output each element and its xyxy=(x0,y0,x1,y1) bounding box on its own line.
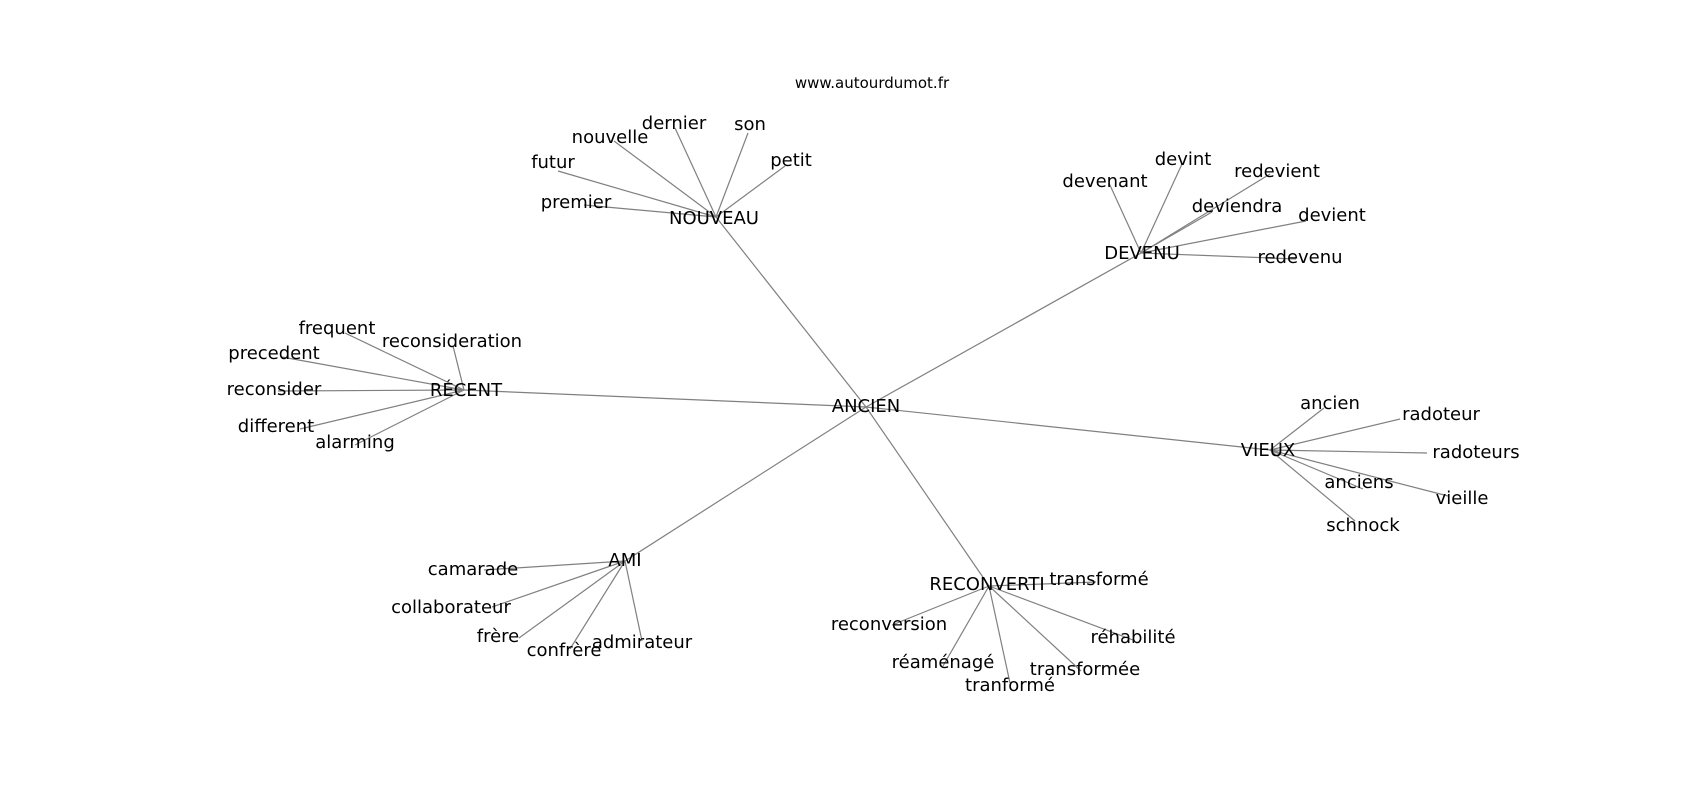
leaf-node-tranforme: tranformé xyxy=(965,675,1055,696)
leaf-node-devient: devient xyxy=(1298,205,1366,226)
leaf-node-anciens: anciens xyxy=(1324,472,1393,493)
edge-devenu-redevenu xyxy=(1140,252,1297,260)
edge-nouveau-dernier xyxy=(674,127,717,218)
edge-ami-confrere xyxy=(569,560,626,650)
leaf-node-transformee: transformée xyxy=(1030,659,1140,680)
leaf-node-admirateur: admirateur xyxy=(592,632,693,653)
edge-reconverti-tranforme xyxy=(988,585,1011,684)
hub-node-ami: AMI xyxy=(608,550,641,571)
edge-recent-frequent xyxy=(344,332,465,391)
edge-ancien-devenu xyxy=(865,252,1142,408)
leaf-node-nouvelle: nouvelle xyxy=(572,127,649,148)
edge-vieux-radoteur xyxy=(1269,418,1401,451)
hub-node-devenu: DEVENU xyxy=(1104,243,1180,264)
leaf-node-reamenage: réaménagé xyxy=(892,652,995,673)
edge-devenu-devient xyxy=(1140,220,1307,254)
leaf-node-redevenu: redevenu xyxy=(1257,247,1342,268)
edge-nouveau-futur xyxy=(557,170,717,218)
edges-layer xyxy=(277,127,1449,684)
edge-ami-admirateur xyxy=(624,560,643,642)
leaf-node-schnock: schnock xyxy=(1326,515,1400,536)
leaf-node-premier: premier xyxy=(541,192,612,213)
leaf-node-vieille: vieille xyxy=(1436,488,1489,509)
hub-node-recent: RÉCENT xyxy=(430,379,503,401)
site-credit: www.autourdumot.fr xyxy=(795,74,950,92)
leaf-node-son: son xyxy=(734,114,766,135)
edge-nouveau-nouvelle xyxy=(613,140,717,218)
edge-vieux-anciens xyxy=(1269,449,1364,490)
edge-vieux-radoteurs xyxy=(1269,449,1428,454)
edge-reconverti-reamenage xyxy=(942,585,990,667)
edge-reconverti-transformee xyxy=(988,585,1082,672)
leaf-node-transforme: transformé xyxy=(1049,569,1148,590)
leaf-node-dernier: dernier xyxy=(642,113,707,134)
leaf-node-radoteur: radoteur xyxy=(1402,404,1480,425)
leaf-node-precedent: precedent xyxy=(228,343,319,364)
edge-ami-frere xyxy=(518,560,626,639)
edge-vieux-schnock xyxy=(1269,449,1356,522)
edge-devenu-deviendra xyxy=(1140,211,1213,254)
hub-node-nouveau: NOUVEAU xyxy=(669,208,759,229)
leaf-node-frere: frère xyxy=(477,626,520,647)
edge-recent-reconsideration xyxy=(452,345,465,391)
hub-node-reconverti: RECONVERTI xyxy=(929,574,1044,595)
leaf-node-reconsider: reconsider xyxy=(227,379,322,400)
edge-ancien-vieux xyxy=(865,406,1271,451)
hub-node-vieux: VIEUX xyxy=(1241,440,1296,461)
edge-recent-different xyxy=(299,389,465,430)
leaf-node-devenant: devenant xyxy=(1062,171,1147,192)
edge-vieux-vieille xyxy=(1269,449,1449,497)
edge-ancien-recent xyxy=(463,389,867,408)
leaf-node-reconsideration: reconsideration xyxy=(382,331,522,352)
leaf-node-alarming: alarming xyxy=(315,432,395,453)
edge-nouveau-petit xyxy=(715,165,786,218)
edge-ancien-ami xyxy=(624,406,867,562)
leaf-node-confrere: confrère xyxy=(527,640,602,661)
edge-vieux-ancien xyxy=(1269,407,1325,451)
edge-nouveau-premier xyxy=(583,204,717,218)
leaf-node-ancien: ancien xyxy=(1300,393,1360,414)
leaf-node-frequent: frequent xyxy=(299,318,376,339)
edge-devenu-redevient xyxy=(1140,173,1271,254)
leaf-node-radoteurs: radoteurs xyxy=(1432,442,1519,463)
center-node-ancien: ANCIEN xyxy=(832,396,901,417)
edge-ancien-reconverti xyxy=(865,406,990,587)
leaf-node-reconversion: reconversion xyxy=(831,614,947,635)
edge-recent-precedent xyxy=(281,356,465,391)
edge-ami-camarade xyxy=(483,560,626,571)
leaf-node-rehabilite: réhabilité xyxy=(1090,627,1175,648)
edge-ami-collaborateur xyxy=(491,560,626,608)
edge-ancien-nouveau xyxy=(715,216,867,408)
leaf-node-petit: petit xyxy=(770,150,812,171)
leaf-node-futur: futur xyxy=(531,152,575,173)
edge-reconverti-reconversion xyxy=(891,585,990,626)
leaf-node-redevient: redevient xyxy=(1234,161,1320,182)
edge-reconverti-rehabilite xyxy=(988,585,1134,641)
leaf-node-collaborateur: collaborateur xyxy=(391,597,511,618)
edge-devenu-devenant xyxy=(1108,182,1142,254)
leaf-node-deviendra: deviendra xyxy=(1192,196,1283,217)
edge-nouveau-son xyxy=(715,132,749,218)
edge-reconverti-transforme xyxy=(988,581,1097,587)
leaf-node-devint: devint xyxy=(1155,149,1212,170)
labels-layer: ANCIEN NOUVEAU premier futur nouvelledernier… xyxy=(227,113,1520,696)
leaf-node-different: different xyxy=(238,416,314,437)
leaf-node-camarade: camarade xyxy=(428,559,518,580)
edge-recent-reconsider xyxy=(277,389,465,392)
edge-devenu-devint xyxy=(1140,163,1183,254)
edge-recent-alarming xyxy=(354,389,465,446)
